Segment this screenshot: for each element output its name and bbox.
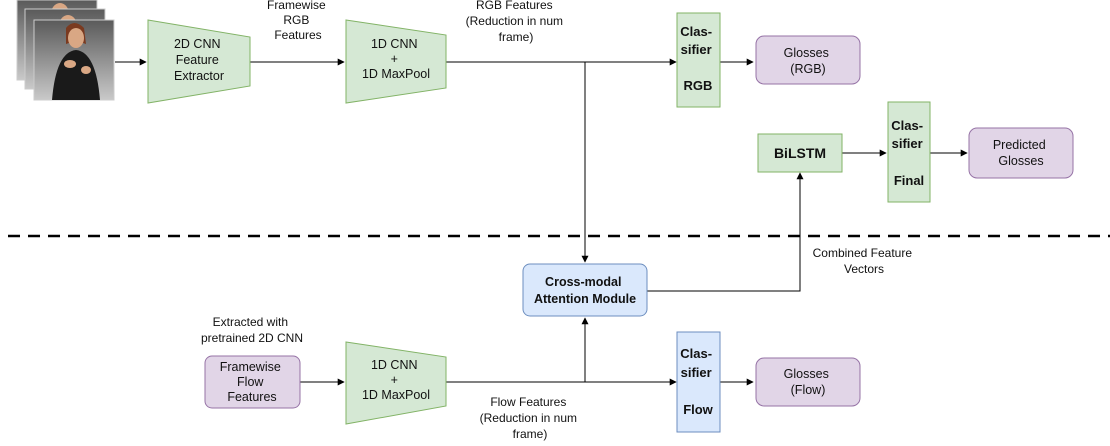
classifier-final-node: Clas- sifier Final: [887, 101, 931, 203]
label-framewise-rgb-features: Framewise RGB Features: [267, 0, 329, 42]
label-extracted-with-cnn: Extracted with pretrained 2D CNN: [201, 315, 303, 345]
label-line: frame): [499, 30, 534, 44]
label-line: RGB Features: [476, 0, 553, 12]
node-label-line: BiLSTM: [774, 145, 826, 161]
cross-modal-attention-node: Cross-modal Attention Module: [522, 263, 648, 317]
node-label: Clas- sifier Flow: [680, 346, 715, 417]
node-label-line: Features: [227, 390, 276, 404]
node-label: Cross-modal Attention Module: [534, 275, 636, 306]
node-label: Clas- sifier Final: [891, 118, 926, 188]
label-line: RGB: [283, 13, 309, 27]
label-line: (Reduction in num: [480, 411, 577, 425]
node-label-line: 2D CNN: [174, 37, 221, 51]
label-line: Features: [274, 28, 321, 42]
rgb-conv-pool-node: 1D CNN + 1D MaxPool: [345, 19, 447, 104]
node-label-line: Clas-: [680, 346, 712, 361]
node-label-line: 1D MaxPool: [362, 388, 430, 402]
node-label-line: +: [391, 373, 398, 387]
node-label-line: Flow: [683, 402, 713, 417]
node-label: BiLSTM: [774, 145, 826, 161]
label-flow-features: Flow Features (Reduction in num frame): [480, 395, 581, 441]
label-rgb-features: RGB Features (Reduction in num frame): [466, 0, 567, 44]
input-video-frames: [16, 0, 115, 101]
flow-conv-pool-node: 1D CNN + 1D MaxPool: [345, 341, 447, 425]
label-line: Framewise: [267, 0, 326, 12]
node-label-line: Glosses: [784, 367, 829, 381]
node-label-line: RGB: [684, 78, 713, 93]
label-line: Extracted with: [213, 315, 288, 329]
label-line: Combined Feature: [813, 246, 913, 260]
bilstm-node: BiLSTM: [757, 133, 843, 173]
label-line: Flow Features: [490, 395, 566, 409]
flow-input-node: Framewise Flow Features: [204, 355, 301, 409]
label-line: frame): [513, 427, 548, 441]
node-label-line: Clas-: [680, 24, 712, 39]
node-label-line: Extractor: [174, 69, 224, 83]
node-label-line: 1D CNN: [371, 358, 418, 372]
label-line: pretrained 2D CNN: [201, 331, 303, 345]
node-label: Glosses (Flow): [784, 367, 833, 397]
node-label-line: Predicted: [993, 138, 1046, 152]
glosses-flow-node: Glosses (Flow): [755, 357, 861, 407]
node-label: Predicted Glosses: [993, 138, 1049, 168]
node-label-line: Attention Module: [534, 292, 636, 306]
node-label-line: Clas-: [891, 118, 923, 133]
node-label: Clas- sifier RGB: [680, 24, 715, 93]
node-label-line: sifier: [681, 42, 712, 57]
node-label-line: sifier: [681, 365, 712, 380]
glosses-rgb-node: Glosses (RGB): [755, 35, 861, 85]
feature-extractor-node: 2D CNN Feature Extractor: [147, 19, 251, 104]
label-combined-feature-vectors: Combined Feature Vectors: [813, 246, 916, 276]
node-label-line: Glosses: [998, 154, 1043, 168]
node-label: Glosses (RGB): [784, 46, 833, 76]
node-label-line: Cross-modal: [545, 275, 621, 289]
node-label-line: (Flow): [791, 383, 826, 397]
node-label-line: 1D MaxPool: [362, 67, 430, 81]
classifier-rgb-node: Clas- sifier RGB: [676, 12, 721, 108]
node-label-line: 1D CNN: [371, 37, 418, 51]
node-label-line: sifier: [892, 136, 923, 151]
label-line: (Reduction in num: [466, 14, 563, 28]
edge-attention-to-bilstm: [647, 172, 804, 292]
predicted-glosses-node: Predicted Glosses: [968, 127, 1074, 179]
label-line: Vectors: [844, 262, 884, 276]
node-label-line: Glosses: [784, 46, 829, 60]
node-label: Framewise Flow Features: [220, 360, 285, 404]
node-label: 1D CNN + 1D MaxPool: [362, 37, 430, 81]
classifier-flow-node: Clas- sifier Flow: [676, 331, 721, 433]
node-label-line: +: [391, 52, 398, 66]
node-label: 1D CNN + 1D MaxPool: [362, 358, 430, 402]
node-label-line: Final: [894, 173, 924, 188]
node-label: 2D CNN Feature Extractor: [174, 37, 224, 83]
node-label-line: (RGB): [790, 62, 825, 76]
node-label-line: Feature: [176, 53, 219, 67]
video-frame-front: [33, 19, 115, 101]
node-label-line: Framewise: [220, 360, 281, 374]
node-label-line: Flow: [237, 375, 264, 389]
